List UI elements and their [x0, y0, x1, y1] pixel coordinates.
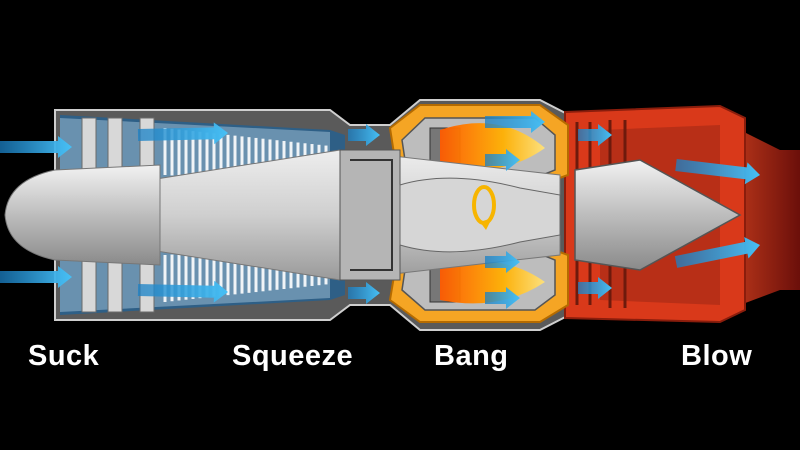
- rotation-arrow-icon: [472, 185, 496, 230]
- airflow-arrow-icon: [485, 149, 520, 171]
- stage-label-suck: Suck: [28, 340, 100, 372]
- airflow-arrow-icon: [137, 280, 228, 303]
- airflow-arrow-icon: [485, 111, 545, 133]
- airflow-arrow-icon: [0, 136, 72, 158]
- nose-cone: [4, 164, 161, 266]
- airflow-arrow-icon: [137, 122, 228, 145]
- airflow-arrow-icon: [348, 124, 380, 146]
- airflow-arrow-icon: [675, 159, 760, 185]
- airflow-arrow-icon: [578, 277, 612, 299]
- engine-shaft: [149, 149, 561, 281]
- airflow-arrow-icon: [0, 266, 72, 288]
- stage-label-bang: Bang: [434, 340, 509, 372]
- airflow-arrow-icon: [674, 236, 760, 268]
- stage-label-blow: Blow: [681, 340, 753, 372]
- airflow-arrow-icon: [348, 282, 380, 304]
- airflow-arrows: [0, 111, 760, 309]
- stage-label-squeeze: Squeeze: [232, 340, 354, 372]
- airflow-arrow-icon: [578, 124, 612, 146]
- airflow-arrow-icon: [485, 287, 520, 309]
- exhaust-cone: [574, 159, 742, 271]
- airflow-arrow-icon: [485, 251, 520, 273]
